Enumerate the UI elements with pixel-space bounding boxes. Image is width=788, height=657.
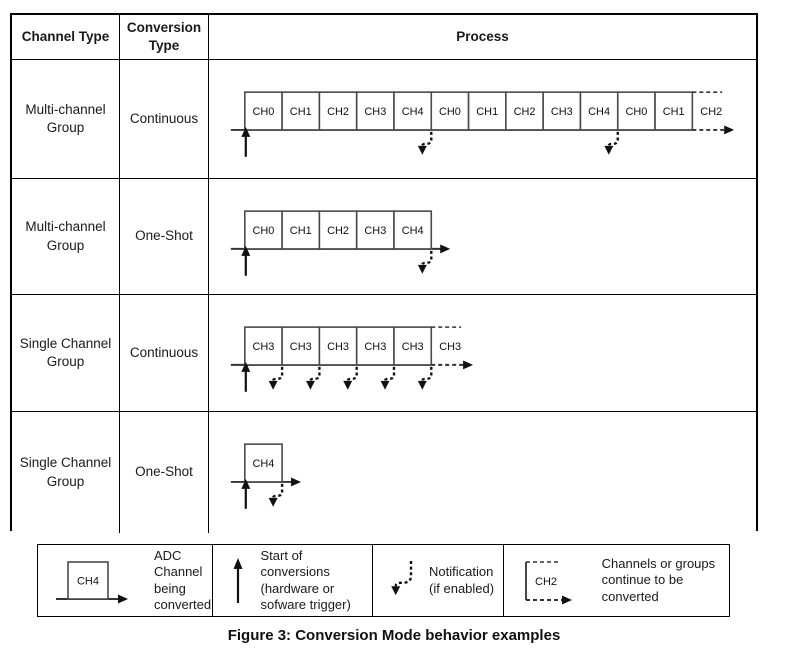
header-channel-type: Channel Type: [12, 15, 120, 60]
svg-text:CH1: CH1: [290, 106, 312, 118]
svg-text:CH2: CH2: [700, 106, 722, 118]
svg-text:CH1: CH1: [290, 225, 312, 237]
row2-process-diagram: CH0 CH1 CH2 CH3 CH4: [209, 179, 756, 295]
svg-text:CH2: CH2: [327, 225, 349, 237]
legend-text-adc-channel: ADC Channel being converted: [154, 548, 212, 612]
svg-text:CH4: CH4: [588, 106, 610, 118]
row1-channel-type: Multi-channel Group: [12, 60, 120, 179]
svg-text:CH3: CH3: [290, 341, 312, 353]
legend-box: CH4 ADC Channel being converted Start of…: [37, 544, 730, 617]
row3-conversion-type: Continuous: [120, 295, 209, 412]
svg-text:CH1: CH1: [663, 106, 685, 118]
row1-conversion-type: Continuous: [120, 60, 209, 179]
svg-text:CH3: CH3: [364, 106, 386, 118]
row4-process-diagram: CH4: [209, 412, 756, 533]
svg-text:CH2: CH2: [535, 576, 557, 588]
start-arrow-icon: [229, 555, 247, 607]
adc-box-icon: CH4: [54, 553, 138, 609]
svg-text:CH4: CH4: [253, 458, 275, 470]
svg-text:CH4: CH4: [77, 575, 99, 587]
notification-arrow-icon: [387, 555, 417, 607]
legend-item-adc-channel: CH4 ADC Channel being converted: [38, 545, 213, 616]
row1-process-diagram: CH0 CH1 CH2 CH3 CH4 CH0 CH1 CH2 CH3 CH4 CH0 CH1 CH2: [209, 60, 756, 179]
svg-text:CH1: CH1: [476, 106, 498, 118]
figure-caption: Figure 3: Conversion Mode behavior examp…: [227, 627, 561, 644]
svg-text:CH2: CH2: [327, 106, 349, 118]
svg-text:CH3: CH3: [439, 341, 461, 353]
svg-text:CH2: CH2: [514, 106, 536, 118]
svg-text:CH4: CH4: [402, 106, 424, 118]
header-conversion-type: Conversion Type: [120, 15, 209, 60]
row3-process-diagram: CH3 CH3 CH3 CH3 CH3 CH3: [209, 295, 756, 412]
svg-text:CH3: CH3: [551, 106, 573, 118]
svg-text:CH0: CH0: [253, 225, 275, 237]
legend-text-continue-converted: Channels or groups continue to be conver…: [601, 556, 716, 604]
legend-text-notification: Notification (if enabled): [429, 564, 495, 596]
svg-text:CH3: CH3: [364, 341, 386, 353]
svg-text:CH0: CH0: [253, 106, 275, 118]
svg-text:CH3: CH3: [364, 225, 386, 237]
svg-text:CH3: CH3: [327, 341, 349, 353]
row3-channel-type: Single Channel Group: [12, 295, 120, 412]
conversion-mode-table: Channel Type Conversion Type Process Mul…: [10, 13, 758, 533]
svg-text:CH4: CH4: [402, 225, 424, 237]
svg-text:CH3: CH3: [402, 341, 424, 353]
svg-text:CH0: CH0: [439, 106, 461, 118]
row2-conversion-type: One-Shot: [120, 179, 209, 295]
header-process: Process: [209, 15, 756, 60]
legend-item-continue-converted: CH2 Channels or groups continue to be co…: [504, 545, 729, 616]
legend-text-start-of-conversions: Start of conversions (hardware or sofwar…: [260, 548, 351, 612]
row2-channel-type: Multi-channel Group: [12, 179, 120, 295]
legend-item-notification: Notification (if enabled): [373, 545, 504, 616]
row4-conversion-type: One-Shot: [120, 412, 209, 533]
svg-text:CH3: CH3: [253, 341, 275, 353]
svg-text:CH0: CH0: [625, 106, 647, 118]
row4-channel-type: Single Channel Group: [12, 412, 120, 533]
legend-item-start-of-conversions: Start of conversions (hardware or sofwar…: [213, 545, 374, 616]
continuation-icon: CH2: [518, 553, 588, 609]
